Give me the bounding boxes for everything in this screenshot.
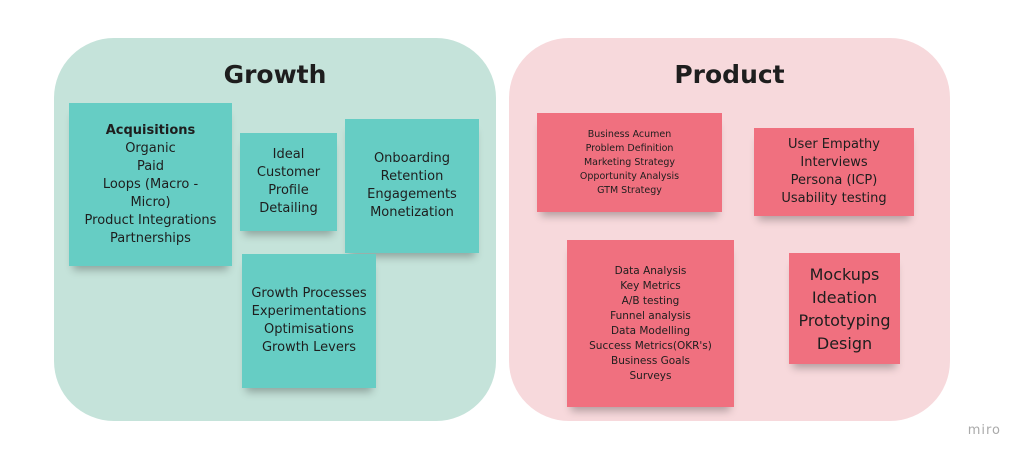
growth-title: Growth xyxy=(223,60,327,89)
note-line: Ideal xyxy=(272,147,305,162)
note-line: Funnel analysis xyxy=(610,309,691,322)
note-line: Marketing Strategy xyxy=(583,156,676,168)
note-line: Interviews xyxy=(800,155,868,170)
product-title: Product xyxy=(674,60,785,89)
note-line: Retention xyxy=(380,169,444,184)
note-line: Onboarding xyxy=(373,151,451,166)
note-line: Paid xyxy=(136,158,165,174)
note-line: User Empathy xyxy=(788,137,880,152)
note-line: Growth Processes xyxy=(251,286,367,301)
note-line: Design xyxy=(816,333,873,353)
note-line: Ideation xyxy=(811,287,878,307)
note-line: Prototyping xyxy=(798,310,891,330)
note-line: Optimisations xyxy=(264,322,354,337)
note-line: Monetization xyxy=(370,205,454,220)
note-line: Data Analysis xyxy=(614,264,687,277)
note-line: Mockups xyxy=(809,264,880,284)
miro-logo: miro xyxy=(967,423,1001,438)
note-line: Business Acumen xyxy=(587,128,672,140)
note-line: Data Modelling xyxy=(610,324,691,337)
note-line: Surveys xyxy=(629,369,672,382)
note-line: Customer xyxy=(256,165,321,180)
note-line: Key Metrics xyxy=(620,279,681,292)
note-heading: Acquisitions xyxy=(105,122,196,138)
note-line: Profile xyxy=(268,183,309,198)
note-line: Business Goals xyxy=(610,354,691,367)
note-line: GTM Strategy xyxy=(597,184,662,196)
note-line: Opportunity Analysis xyxy=(579,170,680,182)
note-line: Detailing xyxy=(259,201,318,216)
note-line: Organic xyxy=(125,140,176,156)
note-line: Success Metrics(OKR's) xyxy=(589,339,712,352)
note-line: Experimentations xyxy=(251,304,367,319)
note-line: Engagements xyxy=(367,187,457,202)
note-line: Persona (ICP) xyxy=(790,173,878,188)
note-line: Loops (Macro - xyxy=(102,176,199,192)
note-line: Growth Levers xyxy=(261,340,356,355)
note-line: Usability testing xyxy=(781,191,887,206)
note-line: Problem Definition xyxy=(585,142,674,154)
note-line: Partnerships xyxy=(110,230,191,246)
note-line: A/B testing xyxy=(621,294,680,307)
note-line: Product Integrations xyxy=(84,212,217,228)
note-line: Micro) xyxy=(130,194,171,210)
